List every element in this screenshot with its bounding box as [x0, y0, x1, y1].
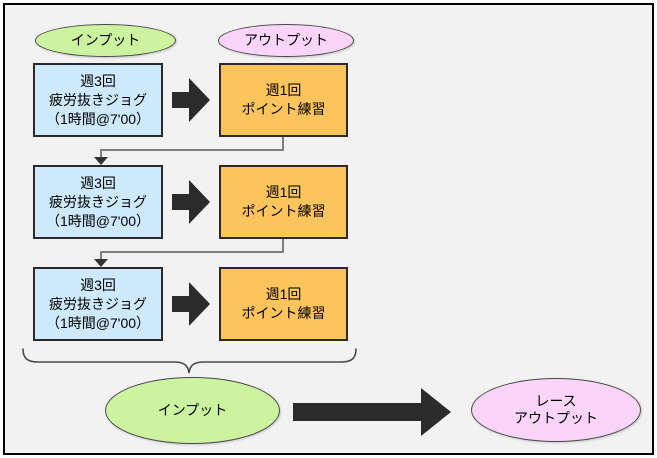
arrow-shaft	[172, 92, 189, 108]
jog-box-line: 週3回	[80, 276, 116, 293]
point-box-line: 週1回	[265, 82, 302, 98]
race-output-ellipse: レース アウトプット	[471, 378, 641, 442]
arrow-head	[189, 78, 210, 122]
connector-segment	[100, 151, 102, 157]
point-practice-box-row3: 週1回 ポイント練習	[219, 267, 348, 341]
connector-segment	[282, 239, 284, 253]
connector-segment	[282, 137, 284, 151]
point-box-line: ポイント練習	[241, 101, 326, 117]
race-output-line: アウトプット	[514, 410, 598, 426]
race-output-line: レース	[535, 393, 577, 409]
output-ellipse-top-label: アウトプット	[244, 32, 328, 48]
arrow-head	[189, 282, 210, 326]
point-box-line: 週1回	[265, 184, 302, 200]
point-box-line: ポイント練習	[241, 203, 326, 219]
arrow-head	[421, 388, 451, 436]
point-practice-box-row1: 週1回 ポイント練習	[219, 63, 348, 137]
curly-brace	[22, 348, 357, 374]
jog-box-row1: 週3回 疲労抜きジョグ （1時間@7'00）	[33, 63, 163, 137]
connector-arrow-down-icon	[94, 259, 108, 267]
connector-segment	[100, 253, 102, 259]
arrow-head	[189, 180, 210, 224]
jog-box-line: 疲労抜きジョグ	[49, 193, 147, 210]
arrow-shaft	[172, 296, 189, 312]
jog-box-line: （1時間@7'00）	[45, 314, 151, 331]
input-ellipse-bottom: インプット	[105, 377, 280, 444]
point-box-line: 週1回	[265, 286, 302, 302]
point-box-line: ポイント練習	[241, 305, 326, 321]
jog-box-row3: 週3回 疲労抜きジョグ （1時間@7'00）	[33, 267, 163, 341]
curly-brace-path	[22, 348, 357, 374]
block-arrow-icon-row2	[172, 180, 210, 224]
arrow-shaft	[172, 194, 189, 210]
input-ellipse-top-label: インプット	[70, 32, 141, 48]
arrow-shaft	[293, 403, 421, 421]
input-ellipse-top: インプット	[35, 24, 176, 57]
connector-arrow-down-icon	[94, 157, 108, 165]
jog-box-line: （1時間@7'00）	[45, 212, 151, 229]
input-ellipse-bottom-label: インプット	[157, 402, 228, 418]
jog-box-row2: 週3回 疲労抜きジョグ （1時間@7'00）	[33, 165, 163, 239]
point-practice-box-row2: 週1回 ポイント練習	[219, 165, 348, 239]
block-arrow-icon-row3	[172, 282, 210, 326]
block-arrow-icon-row1	[172, 78, 210, 122]
jog-box-line: 週3回	[80, 72, 116, 89]
connector-segment	[100, 251, 284, 253]
jog-box-line: （1時間@7'00）	[45, 110, 151, 127]
jog-box-line: 週3回	[80, 174, 116, 191]
jog-box-line: 疲労抜きジョグ	[49, 295, 147, 312]
connector-segment	[100, 149, 284, 151]
jog-box-line: 疲労抜きジョグ	[49, 91, 147, 108]
output-ellipse-top: アウトプット	[218, 24, 354, 57]
